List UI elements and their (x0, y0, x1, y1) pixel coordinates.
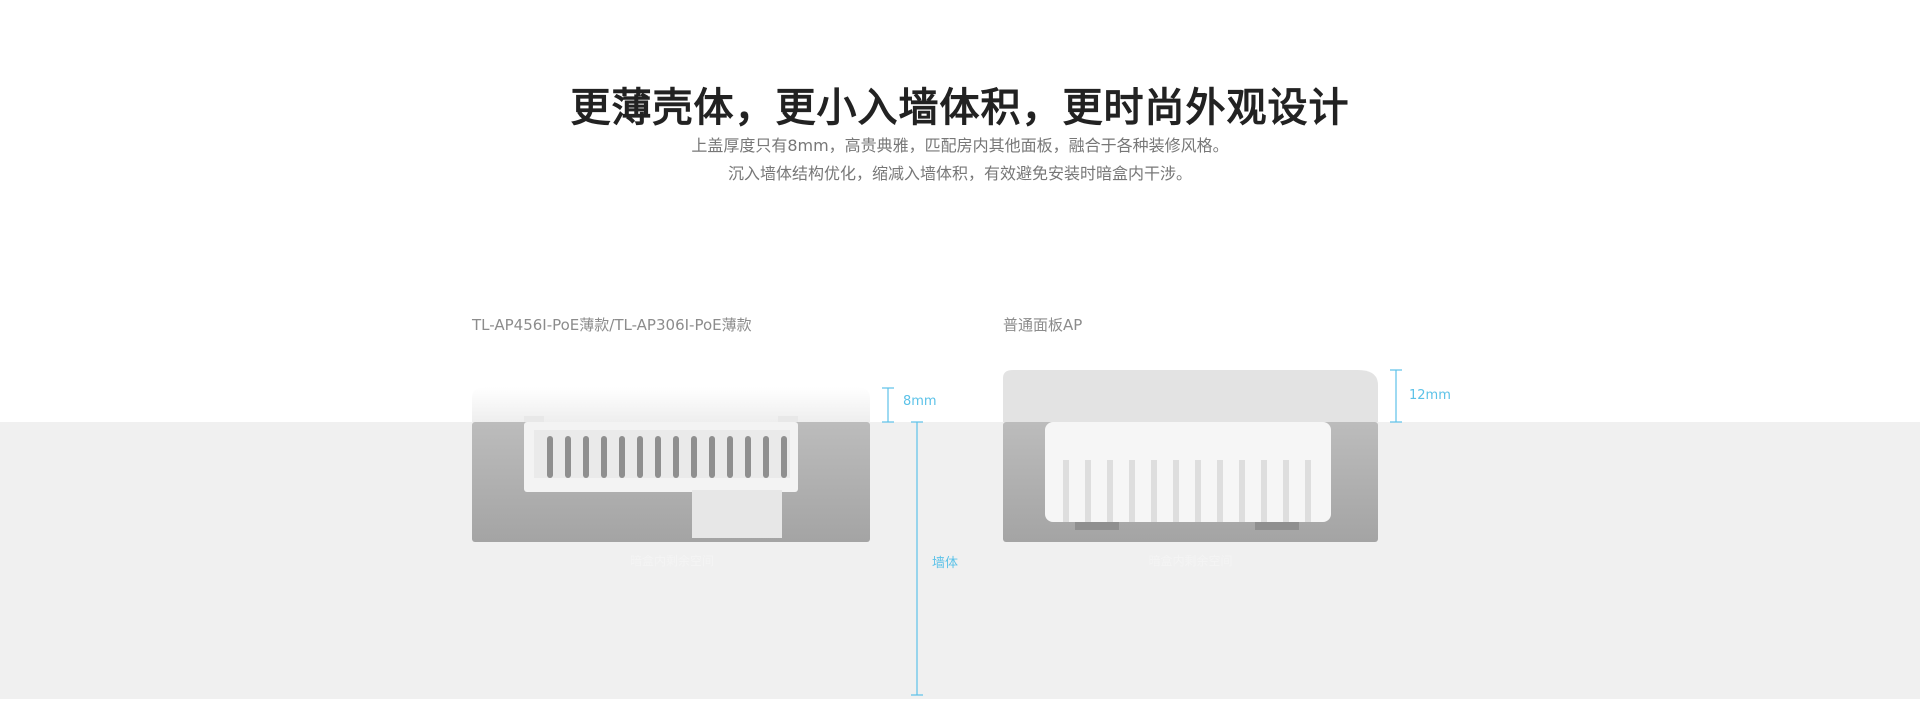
thin-ap-model-label: TL-AP456I-PoE薄款/TL-AP306I-PoE薄款 (472, 316, 752, 334)
thickness-12mm-marker (1390, 369, 1402, 423)
right-box-label: 暗盒内剩余空间 (1148, 554, 1233, 568)
ap-module (1045, 422, 1331, 522)
description-line-1: 上盖厚度只有8mm，高贵典雅，匹配房内其他面板，融合于各种装修风格。 (691, 136, 1229, 155)
thin-ap-diagram: 暗盒内剩余空间 (472, 360, 872, 585)
regular-ap-diagram: 暗盒内剩余空间 (1003, 360, 1378, 585)
thickness-12mm-label: 12mm (1409, 388, 1451, 403)
thickness-8mm-label: 8mm (903, 394, 937, 409)
vent-slots (1063, 460, 1311, 522)
regular-ap-illustration (1003, 370, 1378, 542)
left-box-label: 暗盒内剩余空间 (629, 554, 714, 568)
wall-depth-marker (911, 421, 923, 696)
page-title: 更薄壳体，更小入墙体积，更时尚外观设计 (570, 84, 1350, 131)
regular-ap-model-label: 普通面板AP (1003, 316, 1083, 334)
wall-label: 墙体 (932, 556, 959, 571)
rear-connector (692, 490, 782, 538)
regular-face-plate (1003, 370, 1378, 422)
wall-background (0, 422, 1920, 699)
thin-ap-illustration (472, 387, 870, 542)
vent-slots (547, 436, 787, 478)
thin-face-plate (472, 387, 870, 422)
description-line-2: 沉入墙体结构优化，缩减入墙体积，有效避免安装时暗盒内干涉。 (727, 164, 1192, 183)
thickness-8mm-marker (882, 387, 894, 423)
